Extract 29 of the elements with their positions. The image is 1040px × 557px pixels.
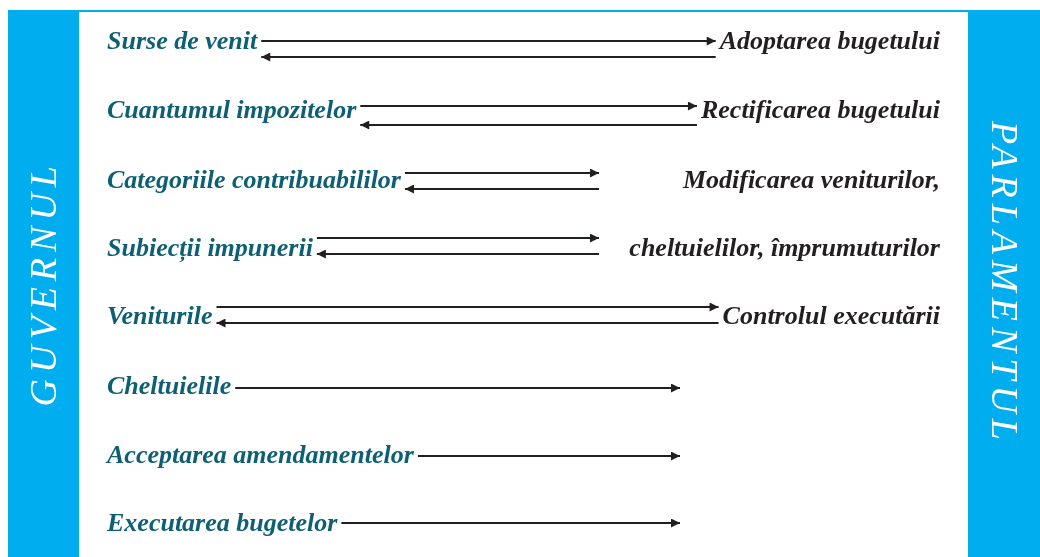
arrow xyxy=(340,518,681,528)
arrow xyxy=(260,36,717,46)
arrow xyxy=(315,233,600,243)
arrow xyxy=(215,318,720,328)
arrow xyxy=(404,184,600,194)
government-item: Subiecții impunerii xyxy=(107,232,313,264)
arrow xyxy=(260,52,717,62)
band-title: PARLAMENTUL xyxy=(982,121,1027,446)
arrow xyxy=(404,168,600,178)
government-item: Categoriile contribuabililor xyxy=(107,164,401,196)
government-item: Executarea bugetelor xyxy=(107,507,338,539)
arrow xyxy=(416,451,681,461)
band-title: GUVERNUL xyxy=(21,160,65,407)
government-item: Cheltuielile xyxy=(107,370,232,402)
parliament-item: Rectificarea bugetului xyxy=(700,94,940,126)
arrow xyxy=(234,383,681,393)
arrow xyxy=(359,101,698,111)
government-item: Veniturile xyxy=(107,300,213,332)
arrow xyxy=(359,120,698,130)
parliament-item: Modificarea veniturilor, cheltuielilor, împrumuturilor xyxy=(628,164,940,264)
parliament-item: Controlul executării xyxy=(722,300,940,332)
arrow xyxy=(215,302,720,312)
government-item: Cuantumul impozitelor xyxy=(107,94,357,126)
parliament-item: Adoptarea bugetului xyxy=(719,25,940,57)
side-band xyxy=(968,10,1040,557)
side-band xyxy=(8,10,79,557)
arrow xyxy=(315,249,600,259)
government-item: Surse de venit xyxy=(107,25,258,57)
government-item: Acceptarea amendamentelor xyxy=(107,439,414,471)
